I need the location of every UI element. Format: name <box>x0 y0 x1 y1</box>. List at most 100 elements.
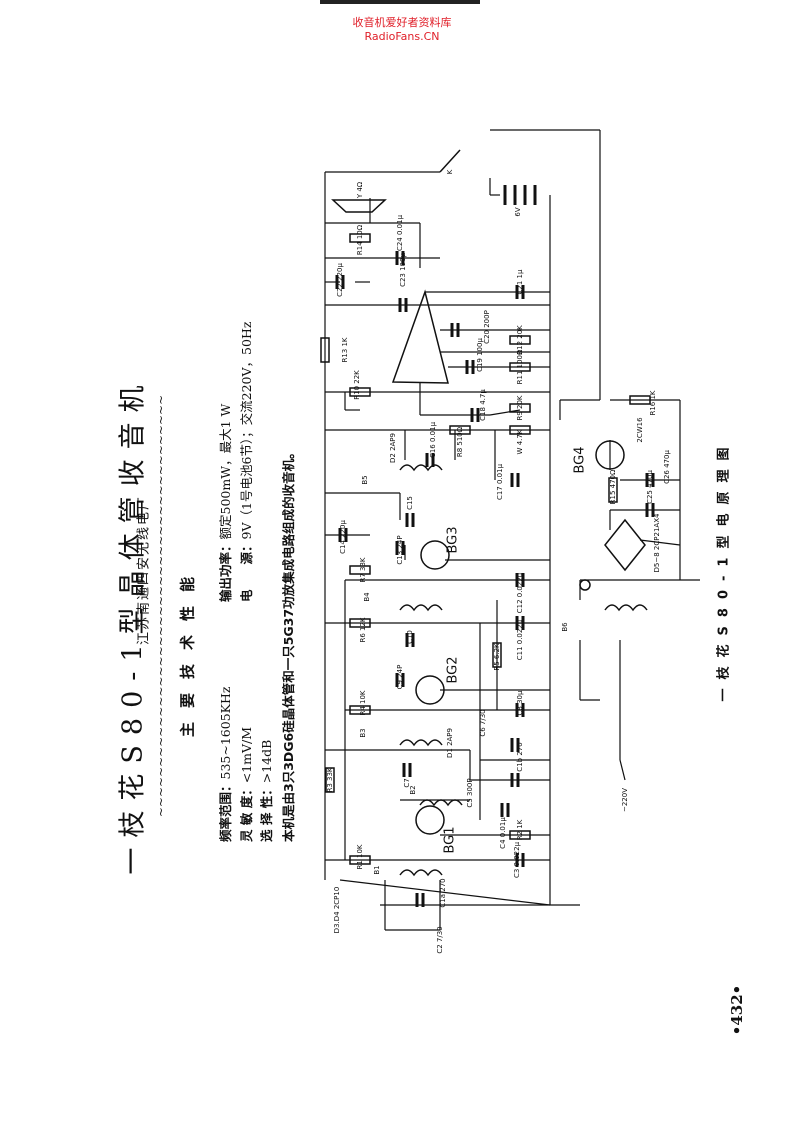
resistor-symbol <box>349 855 371 865</box>
component-label: ~220V <box>621 788 629 812</box>
switch-lever <box>439 149 461 173</box>
resistor-symbol <box>349 618 371 628</box>
component-label: R2 1K <box>516 819 524 840</box>
wire <box>339 879 551 906</box>
resistor-symbol <box>509 362 531 372</box>
resistor-symbol <box>629 395 651 405</box>
component-label: BG1 <box>443 826 458 853</box>
wire <box>489 409 521 416</box>
bridge-rectifier-symbol <box>604 518 646 572</box>
transistor-symbol <box>420 540 450 570</box>
component-label: R3 33K <box>326 767 334 792</box>
component-label: R10 22K <box>353 370 361 400</box>
component-label: C4 0.01μ <box>499 817 507 849</box>
component-label: BG3 <box>446 526 461 553</box>
component-label: B4 <box>363 592 371 602</box>
component-label: C14 220μ <box>339 520 347 554</box>
component-label: B5 <box>361 475 369 484</box>
component-label: R1 10K <box>356 844 364 869</box>
component-label: C10 <box>406 630 414 644</box>
component-label: C21 1μ <box>516 269 524 294</box>
component-label: C3 0.022μ <box>513 841 521 878</box>
watermark-url: RadioFans.CN <box>364 30 440 43</box>
component-label: R8 510Ω <box>456 426 464 457</box>
component-label: C20 200P <box>483 310 491 344</box>
component-label: B2 <box>409 785 417 794</box>
component-label: D5~8 2CP21AX4 <box>653 513 661 572</box>
transistor-symbol <box>415 805 445 835</box>
coil-symbol <box>604 604 648 612</box>
component-label: C1b 270 <box>516 742 524 771</box>
ic-amplifier-symbol <box>391 289 449 384</box>
wires <box>324 129 700 931</box>
resistor-symbol <box>349 387 371 397</box>
component-label: R16 1K <box>649 390 657 415</box>
coil-symbol <box>399 464 443 472</box>
wire <box>619 759 626 781</box>
component-label: D1 2AP9 <box>446 728 454 758</box>
component-label: Y 4Ω <box>356 181 364 199</box>
coil-symbol <box>399 604 443 612</box>
coil-symbol <box>399 739 443 747</box>
component-label: C18 4.7μ <box>479 389 487 421</box>
component-label: C24 0.01μ <box>396 214 404 251</box>
component-label: D3.D4 2CP10 <box>333 887 341 934</box>
resistor-symbol <box>449 425 471 435</box>
component-label: C23 100μ <box>399 253 407 287</box>
component-label: R7 33K <box>359 557 367 582</box>
coil-symbol <box>419 799 463 807</box>
components <box>320 149 655 907</box>
resistor-symbol <box>509 830 531 840</box>
component-label: BG2 <box>446 656 461 683</box>
component-label: C16 0.01μ <box>429 421 437 458</box>
wire <box>639 539 681 546</box>
component-label: B6 <box>561 622 569 632</box>
component-label: C1a 270 <box>439 878 447 907</box>
resistor-symbol <box>325 767 335 793</box>
component-label: D2 2AP9 <box>389 433 397 463</box>
component-label: C26 470μ <box>663 450 671 484</box>
resistor-symbol <box>509 335 531 345</box>
component-label: C7 <box>403 778 411 787</box>
resistor-symbol <box>509 425 531 435</box>
component-label: C9 24P <box>396 665 404 690</box>
component-label: C17 0.01μ <box>496 463 504 500</box>
component-label: R11 100Ω <box>516 349 524 384</box>
component-label: C8 30μ <box>516 690 524 715</box>
coil-symbol <box>399 869 443 877</box>
component-label: R13 1K <box>341 337 349 362</box>
component-label: C2 7/30 <box>436 926 444 953</box>
resistor-symbol <box>492 642 502 668</box>
component-label: C13 24P <box>396 535 404 564</box>
component-label: B3 <box>359 728 367 737</box>
resistor-symbol <box>349 565 371 575</box>
component-label: W 4.7K <box>516 429 524 454</box>
component-label: C22 220μ <box>336 263 344 297</box>
component-label: C6 7/30 <box>479 709 487 736</box>
component-label: C15 <box>406 496 414 510</box>
component-label: BG4 <box>573 446 588 473</box>
component-label: R5 6.2K <box>493 643 501 671</box>
resistor-symbol <box>349 705 371 715</box>
component-label: B1 <box>373 865 381 874</box>
transistor-symbol <box>595 440 625 470</box>
component-label: R4 10K <box>359 690 367 715</box>
component-label: R6 12K <box>359 617 367 642</box>
component-label: C12 0.022μ <box>516 572 524 613</box>
component-label: C11 0.022μ <box>516 619 524 660</box>
component-label: C25 470μ <box>646 470 654 504</box>
speaker-symbol <box>331 199 387 213</box>
resistor-symbol <box>349 233 371 243</box>
watermark-title: 收音机爱好者资料库 <box>352 16 452 29</box>
component-label: R14 10Ω <box>356 224 364 255</box>
pilot-lamp-symbol <box>579 579 591 591</box>
component-label: 6V <box>514 207 522 216</box>
component-label: R15 470Ω <box>609 469 617 504</box>
transistor-symbol <box>415 675 445 705</box>
component-label: C5 300P <box>466 778 474 807</box>
resistor-symbol <box>320 337 330 363</box>
component-label: C19 100μ <box>476 338 484 372</box>
scan-edge <box>320 0 480 4</box>
